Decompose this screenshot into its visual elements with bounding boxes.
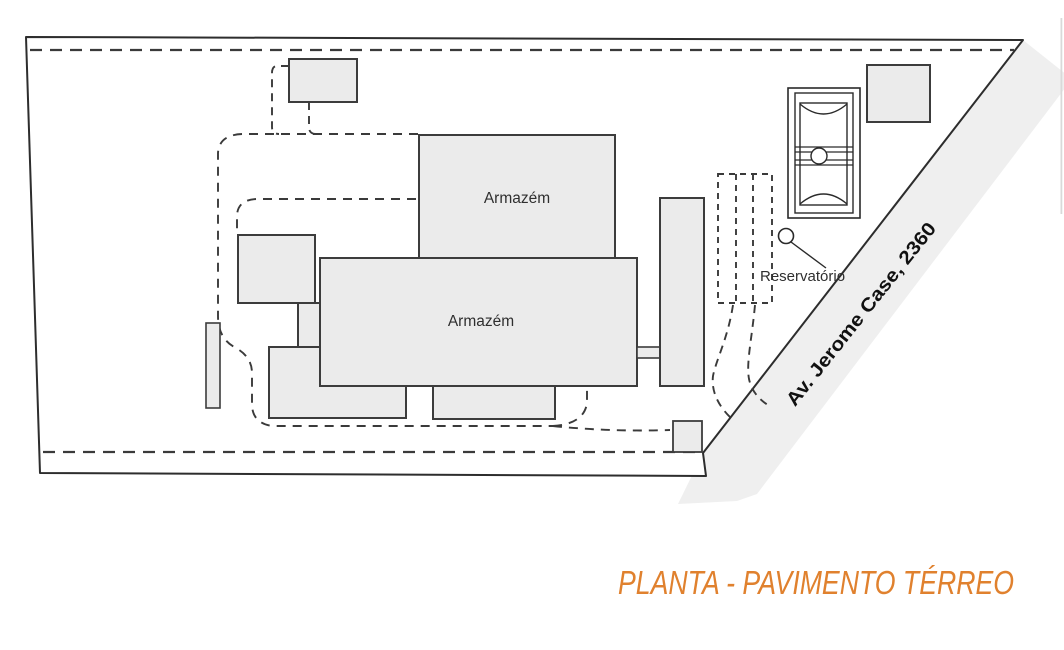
parking-lane-outline [717,173,773,304]
gatehouse-top-block [288,58,358,103]
water-tank-structure [787,87,861,219]
sheet-edge-line [1060,18,1063,214]
driveway-loop-path [217,133,553,427]
building-small-connector [297,302,321,348]
walkway-path [236,198,416,234]
tank-top-arc [799,103,848,115]
reservoir-label: Reservatório [760,268,845,285]
path-to-gatehouse-left [271,65,289,135]
building-top-right-block [866,64,931,123]
dashed-path-network [30,48,1014,454]
warehouse-upper [418,134,616,259]
building-tall-right-block [659,197,705,387]
exit-lane-left [711,304,734,420]
driveway-branch-up [552,389,588,427]
tank-outer-wall [787,87,861,219]
tank-bottom-arc [799,193,848,205]
road-surface [678,40,1064,504]
reservoir-leader-line [790,241,827,269]
tank-valve-circle [810,147,828,165]
driveway-branch-right [552,425,671,432]
building-bottom-center-block [432,385,556,420]
reservoir-marker-circle [777,227,795,245]
gate-booth [672,420,703,453]
building-link-bar [636,346,661,359]
path-to-gatehouse-right [308,102,317,135]
buildings-group [205,58,931,453]
tank-inner-wall [799,102,848,206]
drawing-title: PLANTA - PAVIMENTO TÉRREO [618,564,1014,601]
exit-lane-right [747,304,772,408]
warehouse-lower-label: Armazém [448,313,514,330]
tank-mid-wall [794,92,854,214]
warehouse-upper-label: Armazém [484,190,550,207]
building-left-block [237,234,316,304]
building-narrow-annex [205,322,221,409]
